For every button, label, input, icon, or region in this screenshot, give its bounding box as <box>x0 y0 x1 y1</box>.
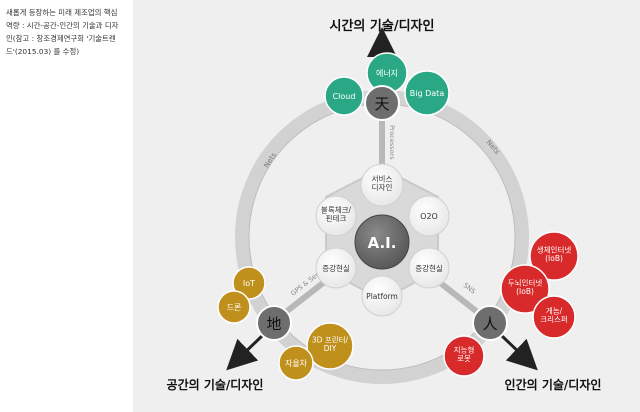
figure-caption: 새롭게 등장하는 미래 제조업의 핵심역량 : 시간-공간-인간의 기술과 디자… <box>6 8 119 56</box>
svg-text:드론: 드론 <box>227 303 242 312</box>
svg-text:에너지: 에너지 <box>376 68 398 78</box>
node-big-data: Big Data <box>404 70 450 116</box>
node-iob-brain: 두뇌인터넷(IoB) <box>500 264 550 314</box>
node-platform: Platform <box>361 275 403 317</box>
node-drone: 드론 <box>217 290 251 324</box>
svg-text:블록체크/핀테크: 블록체크/핀테크 <box>321 204 352 223</box>
node-iot: IoT <box>232 266 266 300</box>
node-o2o: O2O <box>408 195 450 237</box>
node-iob-bio: 생체인터넷(IoB) <box>529 231 579 281</box>
svg-text:두뇌인터넷(IoB): 두뇌인터넷(IoB) <box>508 277 543 296</box>
arrow-left <box>226 333 265 371</box>
title-time: 시간의 기술/디자인 <box>330 18 435 34</box>
diagram-svg: 시간의 기술/디자인 공간의 기술/디자인 인간의 기술/디자인 Nets Ne… <box>167 18 602 392</box>
diagram-panel: 시간의 기술/디자인 공간의 기술/디자인 인간의 기술/디자인 Nets Ne… <box>133 0 640 412</box>
node-ar-left: 증강현실 <box>315 247 357 289</box>
node-cloud: Cloud <box>324 76 364 116</box>
svg-text:IoT: IoT <box>243 279 255 288</box>
svg-text:자율차: 자율차 <box>285 359 308 368</box>
ring-label-processors: Processors <box>388 125 396 160</box>
svg-text:A.I.: A.I. <box>368 234 397 252</box>
node-blockchain: 블록체크/핀테크 <box>315 195 357 237</box>
svg-text:증강현실: 증강현실 <box>322 263 350 273</box>
node-genome: 게놈/크리스퍼 <box>532 295 576 339</box>
title-human: 인간의 기술/디자인 <box>505 377 602 392</box>
node-ar-right: 증강현실 <box>408 247 450 289</box>
hub-heaven: 天 <box>364 85 400 121</box>
hub-earth: 地 <box>256 305 292 341</box>
svg-text:Cloud: Cloud <box>333 92 356 101</box>
title-space: 공간의 기술/디자인 <box>167 377 264 392</box>
svg-text:人: 人 <box>482 315 497 333</box>
node-3d-printer: 3D 프린터/DIY <box>306 322 354 370</box>
node-autonomous: 자율차 <box>278 345 314 381</box>
node-ai-core: A.I. <box>354 214 410 270</box>
svg-text:地: 地 <box>266 315 281 333</box>
svg-text:Platform: Platform <box>366 292 398 301</box>
ring-label-sns: SNS <box>462 281 477 295</box>
arrow-right <box>499 333 538 371</box>
svg-text:O2O: O2O <box>420 212 438 221</box>
svg-text:Big Data: Big Data <box>410 89 445 98</box>
svg-text:3D 프린터/DIY: 3D 프린터/DIY <box>312 334 349 353</box>
svg-text:생체인터넷(IoB): 생체인터넷(IoB) <box>537 244 572 263</box>
svg-text:天: 天 <box>374 95 389 113</box>
svg-text:게놈/크리스퍼: 게놈/크리스퍼 <box>540 305 568 324</box>
hub-human: 人 <box>472 305 508 341</box>
svg-text:증강현실: 증강현실 <box>415 263 443 273</box>
